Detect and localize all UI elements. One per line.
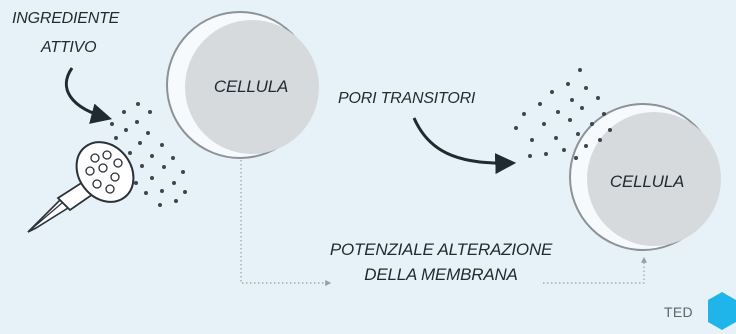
ingredient-label-line2: ATTIVO [41,39,97,56]
cell-left-label: CELLULA [213,77,289,96]
ingredient-particles-right [514,68,612,160]
membrane-dotted-path [240,160,332,286]
hexagon-logo-icon [708,292,736,330]
brand-label: TED [664,304,693,320]
potential-label-line2: DELLA MEMBRANA [364,265,518,284]
membrane-dotted-path-right [543,256,647,284]
pores-label: PORI TRANSITORI [338,90,476,107]
electroporation-nozzle-icon [27,141,135,233]
ingredient-arrow [64,67,113,124]
ingredient-label-line1: INGREDIENTE [12,10,120,27]
cell-left [166,11,319,159]
ingredient-particles-left [110,102,187,207]
cell-right-label: CELLULA [609,172,685,191]
potential-label-line1: POTENZIALE ALTERAZIONE [329,240,553,259]
pores-arrow [412,117,517,175]
cell-right [569,103,721,251]
